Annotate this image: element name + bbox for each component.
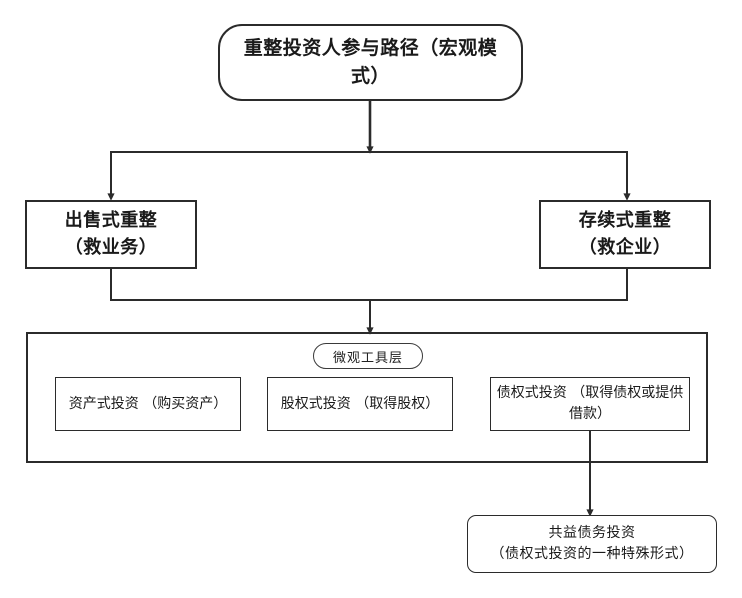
- node-sale-restructuring-label: 出售式重整 （救业务）: [64, 210, 158, 258]
- tool-layer-pill-label: 微观工具层: [332, 350, 403, 366]
- node-debt-investment[interactable]: 债权式投资 （取得债权或提供借款）: [490, 377, 690, 431]
- node-asset-investment[interactable]: 资产式投资 （购买资产）: [55, 377, 241, 431]
- node-equity-investment-label: 股权式投资 （取得股权）: [280, 395, 440, 412]
- node-sale-restructuring[interactable]: 出售式重整 （救业务）: [25, 200, 197, 269]
- node-debt-investment-label: 债权式投资 （取得债权或提供借款）: [496, 385, 684, 422]
- node-equity-investment[interactable]: 股权式投资 （取得股权）: [267, 377, 453, 431]
- tool-layer-pill: 微观工具层: [313, 343, 423, 369]
- node-common-benefit-debt-investment-label: 共益债务投资 （债权式投资的一种特殊形式）: [490, 525, 694, 562]
- node-title[interactable]: 重整投资人参与路径（宏观模 式）: [218, 24, 523, 101]
- node-going-concern-restructuring-label: 存续式重整 （救企业）: [578, 210, 672, 258]
- node-asset-investment-label: 资产式投资 （购买资产）: [68, 395, 228, 412]
- node-going-concern-restructuring[interactable]: 存续式重整 （救企业）: [539, 200, 711, 269]
- node-common-benefit-debt-investment[interactable]: 共益债务投资 （债权式投资的一种特殊形式）: [467, 515, 717, 573]
- tool-layer-container: [26, 332, 708, 463]
- node-title-label: 重整投资人参与路径（宏观模 式）: [243, 36, 498, 87]
